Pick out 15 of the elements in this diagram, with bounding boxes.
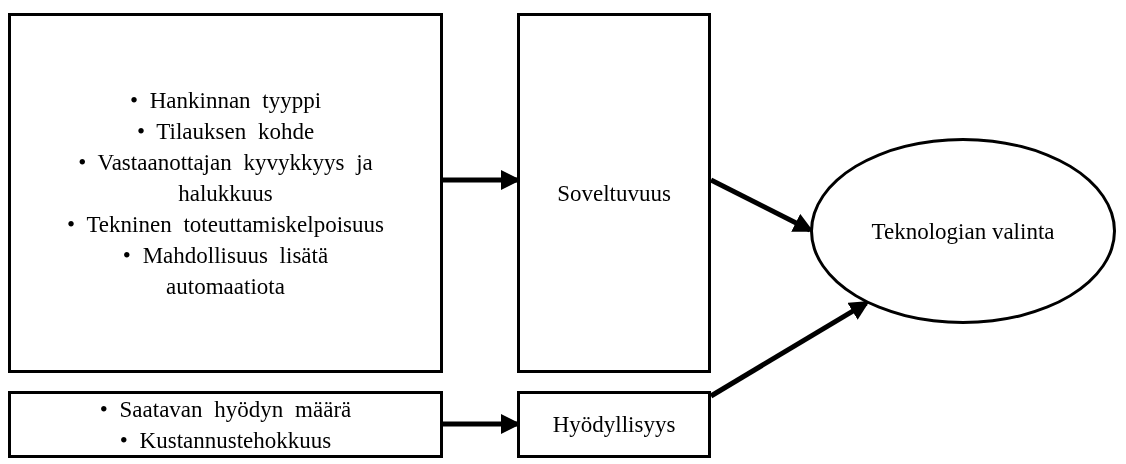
bullet-item: • Tekninen toteuttamiskelpoisuus [66, 210, 385, 239]
process-box [8, 391, 443, 458]
bullet-item: • Saatavan hyödyn määrä [99, 395, 352, 424]
node-label: Hyödyllisyys [551, 411, 677, 439]
node-label: Soveltuvuus [556, 179, 672, 208]
bullet-item: • Mahdollisuus lisätä automaatiota [121, 241, 330, 301]
arrow [709, 300, 870, 399]
node-label: Teknologian valinta [870, 217, 1056, 246]
bullet-item: • Tilauksen kohde [135, 117, 316, 146]
process-box [517, 391, 711, 458]
bullet-item: • Kustannustehokkuus [118, 426, 333, 455]
bullet-item: • Hankinnan tyyppi [128, 86, 323, 115]
process-box [8, 13, 443, 373]
process-box [517, 13, 711, 373]
bullet-item: • Vastaanottajan kyvykkyys ja halukkuus [77, 148, 374, 208]
